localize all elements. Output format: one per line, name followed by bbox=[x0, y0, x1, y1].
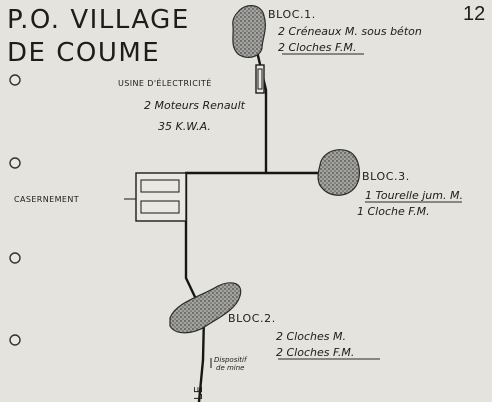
binder-hole-4 bbox=[9, 334, 21, 346]
bloc2-detail-1: 2 Cloches M. bbox=[276, 330, 346, 343]
bloc2-detail-2: 2 Cloches F.M. bbox=[276, 346, 354, 359]
dispositif-line-1: Dispositif bbox=[214, 356, 248, 364]
usine-building bbox=[255, 64, 265, 94]
bloc2-label: BLOC.2. bbox=[228, 312, 276, 325]
bloc3-bunker bbox=[317, 149, 360, 196]
bloc3-detail-1: 1 Tourelle jum. M. bbox=[365, 189, 463, 202]
usine-detail-1: 2 Moteurs Renault bbox=[144, 99, 246, 112]
casernement-building bbox=[135, 172, 187, 222]
bloc3-detail-2: 1 Cloche F.M. bbox=[357, 205, 430, 218]
bloc2-bunker bbox=[169, 282, 242, 334]
bloc1-detail-2: 2 Cloches F.M. bbox=[278, 41, 356, 54]
bloc1-detail-1: 2 Créneaux M. sous béton bbox=[278, 25, 422, 38]
bloc3-label: BLOC.3. bbox=[362, 170, 410, 183]
binder-hole-3 bbox=[9, 252, 21, 264]
usine-building-inner bbox=[257, 68, 263, 90]
casernement-label: CASERNEMENT bbox=[14, 195, 79, 204]
usine-label: USINE D'ÉLECTRICITÉ bbox=[118, 77, 212, 88]
bottom-partial-label: LE bbox=[192, 386, 205, 400]
bloc1-label: BLOC.1. bbox=[268, 8, 316, 21]
title-line-2: DE COUME bbox=[7, 38, 160, 68]
bloc1-bunker bbox=[232, 5, 266, 58]
gallery-continuation bbox=[197, 358, 205, 402]
binder-hole-1 bbox=[9, 74, 21, 86]
binder-hole-2 bbox=[9, 157, 21, 169]
title-line-1: P.O. VILLAGE bbox=[7, 5, 190, 35]
usine-detail-2: 35 K.W.A. bbox=[158, 120, 211, 133]
dispositif-line-2: de mine bbox=[216, 364, 244, 372]
page-number: 12 bbox=[463, 3, 485, 25]
